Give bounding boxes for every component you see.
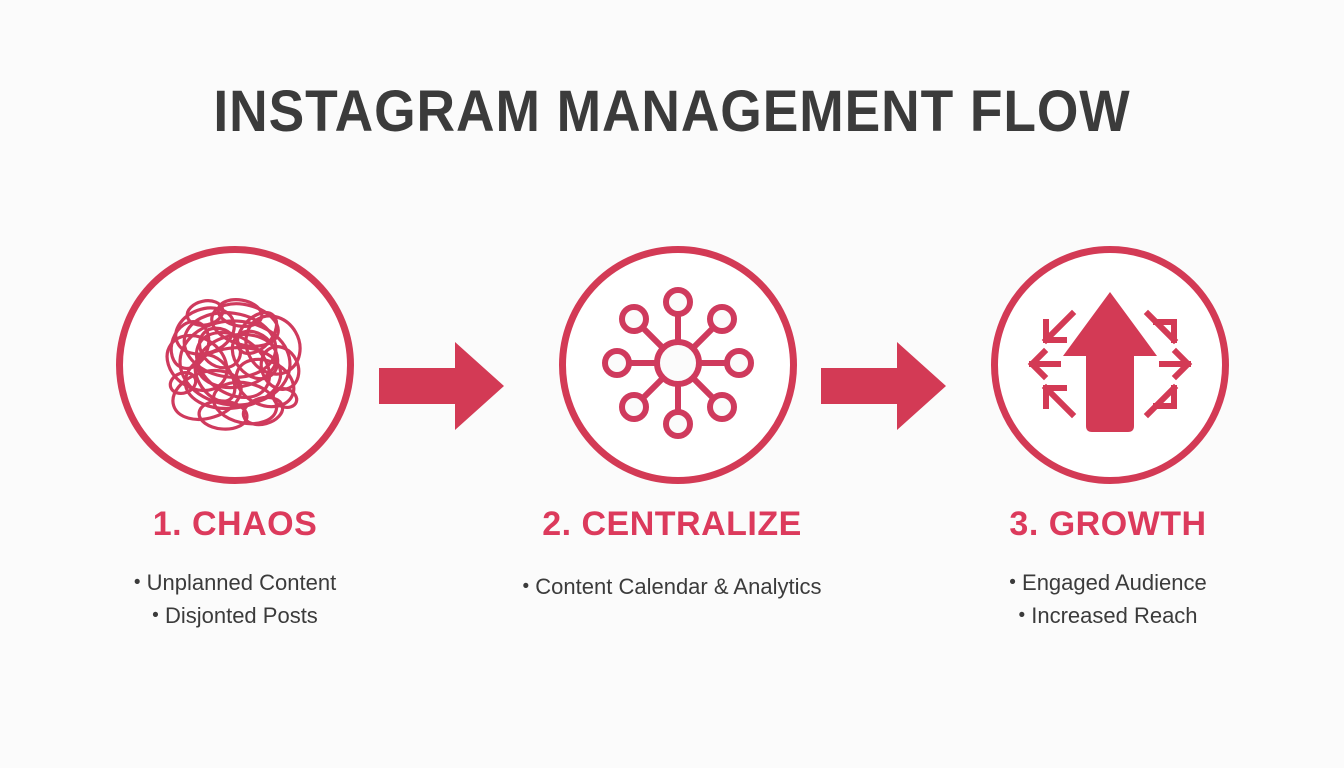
step-column-centralize: 2. CENTRALIZE • Content Calendar & Analy… <box>462 505 882 603</box>
step-heading-growth: 3. GROWTH <box>1009 505 1207 543</box>
list-item: • Engaged Audience <box>898 566 1318 599</box>
page-title: INSTAGRAM MANAGEMENT FLOW <box>213 79 1131 144</box>
bullet-list-growth: • Engaged Audience • Increased Reach <box>898 566 1318 632</box>
bullet-marker-icon: • <box>522 576 530 597</box>
list-item: • Disjonted Posts <box>25 599 445 632</box>
tangled-scribble-icon <box>145 283 325 448</box>
bullet-marker-icon: • <box>133 572 141 593</box>
bullet-text: Unplanned Content <box>146 570 337 595</box>
step-column-growth: 3. GROWTH • Engaged Audience • Increased… <box>898 505 1318 632</box>
list-item: • Content Calendar & Analytics <box>462 570 882 603</box>
bullet-marker-icon: • <box>152 605 159 626</box>
bullet-text: Engaged Audience <box>1022 570 1207 595</box>
bullet-marker-icon: • <box>1018 605 1026 626</box>
flow-diagram <box>0 246 1344 486</box>
arrow-right-icon <box>379 342 504 430</box>
bullet-text: Content Calendar & Analytics <box>535 574 822 599</box>
connector-arrow-1 <box>379 340 504 432</box>
bullet-text: Increased Reach <box>1031 603 1198 628</box>
connector-arrow-2 <box>821 340 946 432</box>
step-heading-chaos: 1. CHAOS <box>152 505 318 543</box>
growth-arrow-icon <box>1024 278 1196 453</box>
step-circle-centralize[interactable] <box>559 246 797 484</box>
hub-network-icon <box>593 278 763 453</box>
step-circle-chaos[interactable] <box>116 246 354 484</box>
bullet-list-centralize: • Content Calendar & Analytics <box>462 570 882 603</box>
step-column-chaos: 1. CHAOS • Unplanned Content • Disjonted… <box>25 505 445 632</box>
step-heading-centralize: 2. CENTRALIZE <box>542 505 802 543</box>
bullet-text: Disjonted Posts <box>164 603 318 628</box>
list-item: • Increased Reach <box>898 599 1318 632</box>
bullet-marker-icon: • <box>1009 572 1016 593</box>
list-item: • Unplanned Content <box>25 566 445 599</box>
step-circle-growth[interactable] <box>991 246 1229 484</box>
step-labels: 1. CHAOS • Unplanned Content • Disjonted… <box>0 505 1344 665</box>
arrow-right-icon <box>821 342 946 430</box>
bullet-list-chaos: • Unplanned Content • Disjonted Posts <box>25 566 445 632</box>
